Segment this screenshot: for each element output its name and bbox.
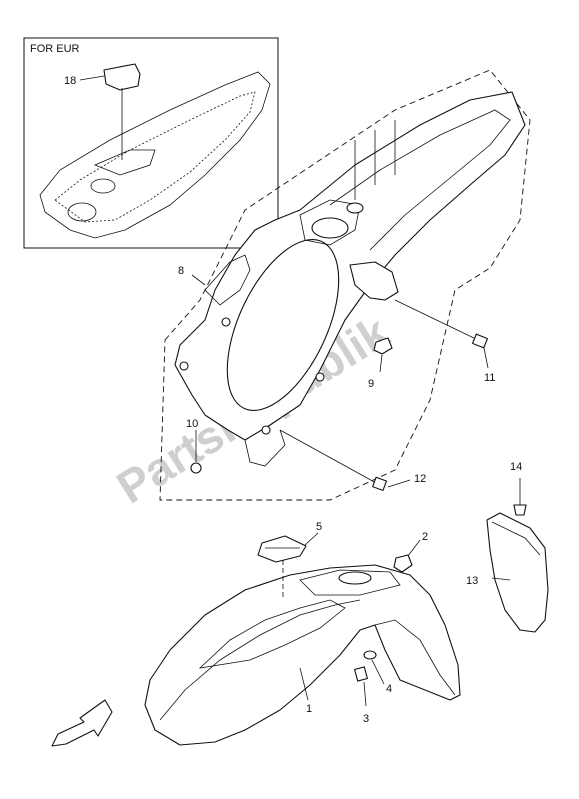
rear-fender-hole-small — [346, 202, 364, 214]
callout-3: 3 — [363, 713, 369, 725]
front-fender-fork-mount — [299, 569, 401, 596]
nut-2 — [393, 539, 421, 573]
assembly-boundary — [159, 69, 531, 501]
bolt-12 — [279, 429, 411, 491]
screw-14 — [513, 478, 527, 516]
callout-5: 5 — [316, 521, 322, 533]
rear-fender-seat-hole — [311, 217, 349, 239]
inset-hole-right — [90, 178, 116, 194]
rear-fender-number-plate — [226, 239, 340, 411]
callout-1: 1 — [306, 703, 312, 715]
callout-13: 13 — [466, 575, 478, 587]
callout-12: 12 — [414, 473, 426, 485]
rear-fender-ridge — [329, 109, 511, 251]
front-fender-ridge — [159, 599, 361, 721]
inset-hole-left — [67, 202, 97, 222]
inset-rear-fender-inner — [54, 91, 256, 223]
rear-fender-bolt-hole-1 — [221, 317, 231, 327]
front-fender-graphic — [198, 599, 346, 669]
front-fender-underside — [374, 619, 456, 696]
nut-9 — [373, 337, 393, 373]
callout-14: 14 — [510, 461, 522, 473]
callout-18: 18 — [64, 75, 76, 87]
inset-decal-area — [93, 149, 156, 176]
bolt-11 — [394, 299, 489, 369]
mud-flap-13 — [486, 512, 549, 633]
inset-rear-fender-outline — [39, 71, 271, 239]
rear-fender-lower-flap — [244, 429, 286, 467]
rear-fender-bolt-hole-3 — [315, 372, 325, 382]
inset-for-eur: FOR EUR 18 — [23, 37, 279, 249]
rear-fender-side-flap — [204, 254, 251, 306]
front-fender-body — [144, 564, 461, 746]
front-direction-arrow — [51, 699, 113, 747]
rear-fender-8 — [174, 91, 526, 467]
washer-10 — [190, 430, 202, 474]
inset-label: FOR EUR — [30, 43, 80, 55]
rear-fender-bolt-hole-2 — [179, 361, 189, 371]
callout-2: 2 — [422, 531, 428, 543]
front-fender-1 — [144, 564, 461, 746]
washer-4 — [363, 650, 385, 685]
rear-fender-mount-area — [299, 199, 361, 246]
callout-10: 10 — [186, 418, 198, 430]
bolt-3 — [354, 666, 368, 707]
callout-9: 9 — [368, 378, 374, 390]
rear-fender-bracket — [349, 261, 399, 301]
callout-11: 11 — [484, 372, 495, 384]
front-fender-hole — [338, 571, 372, 585]
decal-5 — [257, 532, 319, 600]
rear-fender-bolt-hole-4 — [261, 425, 271, 435]
callout-8: 8 — [178, 265, 184, 277]
decal-18 — [103, 63, 141, 91]
callout-4: 4 — [386, 683, 392, 695]
